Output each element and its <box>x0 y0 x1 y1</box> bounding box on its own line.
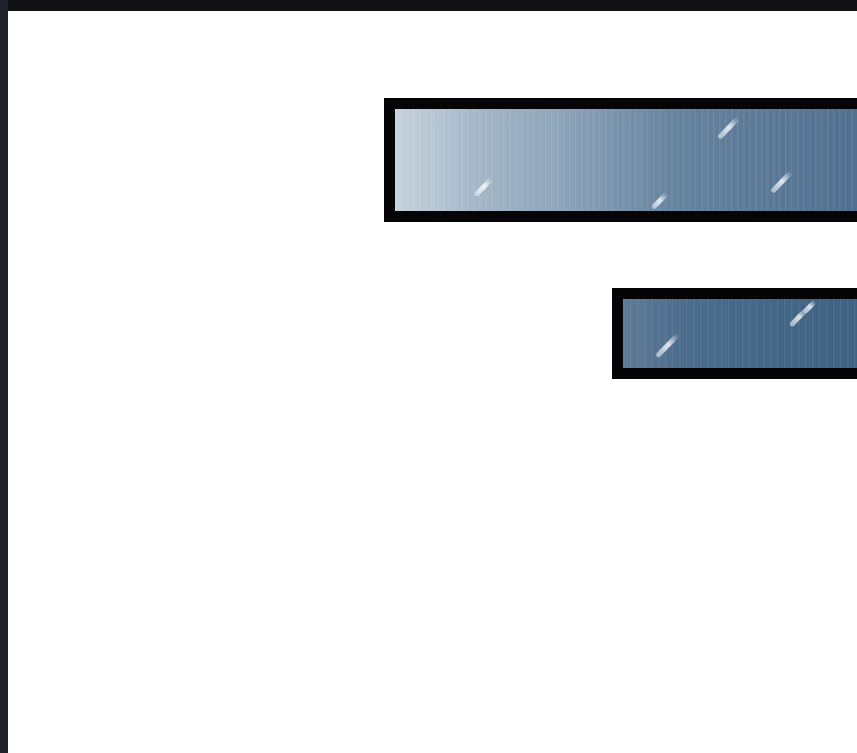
top-window-frame <box>0 0 857 11</box>
large-rain-panel <box>384 98 857 222</box>
rain-streak-icon <box>769 170 794 194</box>
left-window-frame <box>0 0 8 753</box>
rain-streak-icon <box>654 332 681 359</box>
rain-panel-art <box>623 299 857 368</box>
rain-panel-art <box>395 109 857 211</box>
rain-streak-icon <box>716 116 741 140</box>
small-rain-panel <box>612 288 857 379</box>
comic-page <box>8 11 857 753</box>
rain-streak-icon <box>802 299 817 315</box>
rain-streak-icon <box>650 192 669 210</box>
rain-streak-icon <box>473 176 494 198</box>
